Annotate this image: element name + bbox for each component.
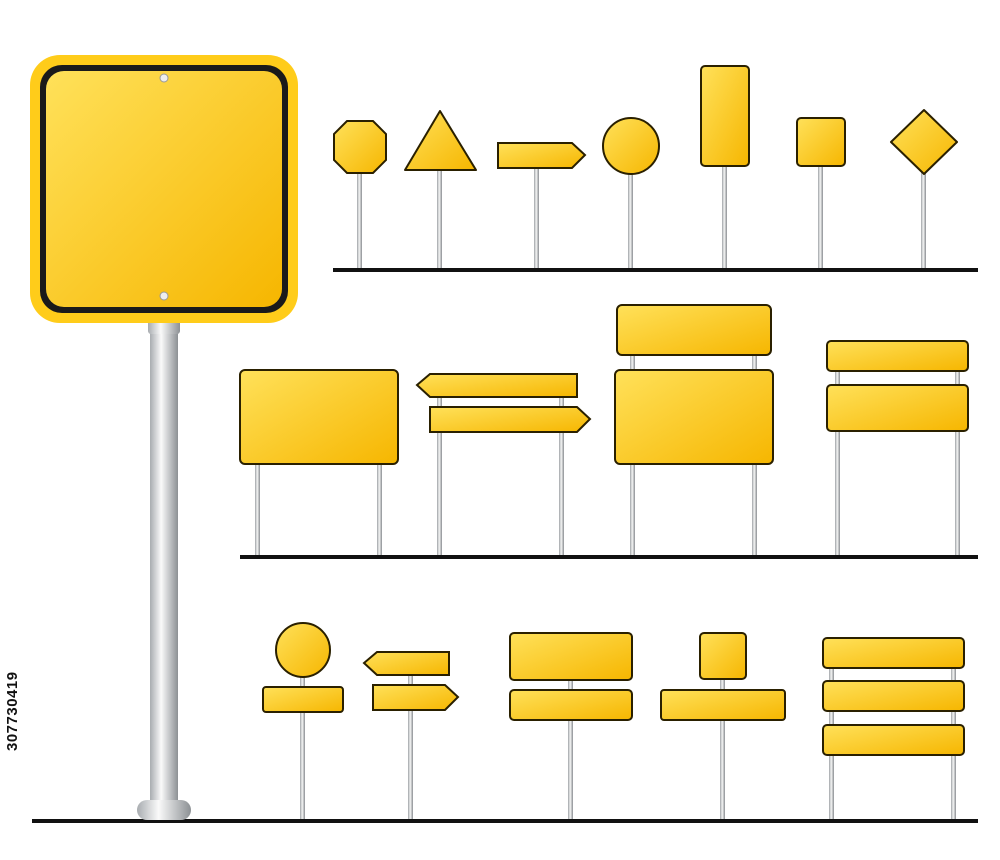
- sign-triangle: [404, 110, 477, 268]
- sign-two-bars: [826, 340, 969, 555]
- sign-tall-rectangle: [700, 65, 750, 268]
- sign-arrow-right: [497, 142, 587, 268]
- large-sign-bolt-top: [159, 73, 169, 83]
- large-sign-pole: [150, 318, 178, 806]
- large-square-sign: [30, 55, 298, 820]
- ground-line-row-1: [333, 268, 978, 272]
- stock-image-id: 307730419: [4, 671, 21, 751]
- sign-diamond: [890, 109, 958, 268]
- sign-small-double-arrows: [362, 651, 460, 819]
- sign-square-with-plate: [660, 632, 786, 819]
- sign-double-arrows: [415, 373, 592, 555]
- ground-line-row-2: [240, 555, 978, 559]
- sign-stacked-large: [614, 304, 774, 555]
- sign-circle: [602, 117, 660, 268]
- sign-octagon: [333, 120, 387, 268]
- ground-line-row-3: [32, 819, 978, 823]
- sign-two-wide-panels: [509, 632, 633, 819]
- large-sign-bolt-bottom: [159, 291, 169, 301]
- sign-wide-panel: [239, 369, 399, 555]
- sign-circle-with-plate: [262, 622, 344, 819]
- sign-three-bars: [822, 637, 965, 819]
- large-sign-base: [137, 800, 191, 820]
- sign-small-square: [796, 117, 846, 268]
